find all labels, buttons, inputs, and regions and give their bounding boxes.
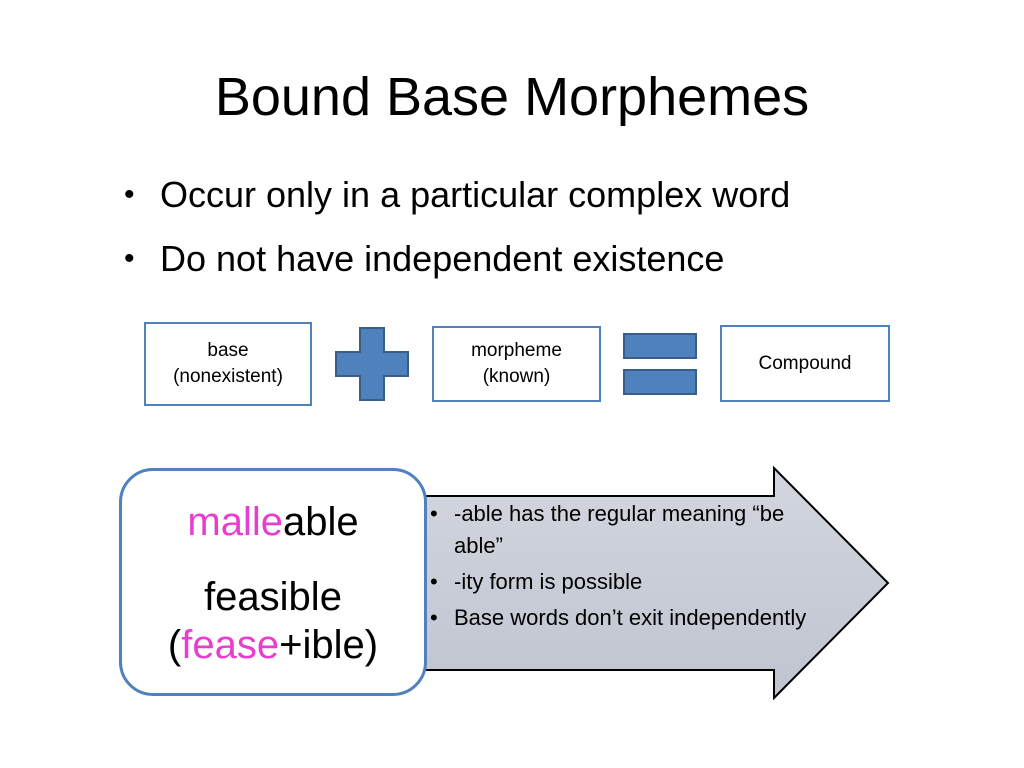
examples-box: malleable feasible (fease+ible) — [119, 468, 427, 696]
note-item: •-able has the regular meaning “be able” — [430, 498, 810, 562]
bullet-dot-icon: • — [430, 605, 438, 630]
arrow-notes-list: •-able has the regular meaning “be able”… — [430, 498, 810, 638]
bullet-dot-icon: • — [430, 569, 438, 594]
base-box: base(nonexistent) — [144, 322, 312, 406]
equals-icon — [623, 333, 697, 395]
morpheme-box: morpheme(known) — [432, 326, 601, 402]
example-feasible: feasible (fease+ible) — [167, 575, 379, 667]
bullet-dot-icon: • — [430, 501, 438, 526]
plus-icon — [335, 327, 409, 401]
example-malleable: malleable — [187, 500, 359, 544]
right-arrow-shape — [401, 466, 890, 700]
bullet-dot-icon: • — [124, 178, 135, 211]
compound-box: Compound — [720, 325, 890, 402]
bullet-item: •Occur only in a particular complex word — [124, 163, 790, 227]
note-item: •Base words don’t exit independently — [430, 602, 810, 634]
bullet-dot-icon: • — [124, 242, 135, 275]
note-item: •-ity form is possible — [430, 566, 810, 598]
bullet-list: •Occur only in a particular complex word… — [124, 163, 790, 291]
slide-title: Bound Base Morphemes — [214, 67, 810, 127]
bullet-item: •Do not have independent existence — [124, 227, 790, 291]
